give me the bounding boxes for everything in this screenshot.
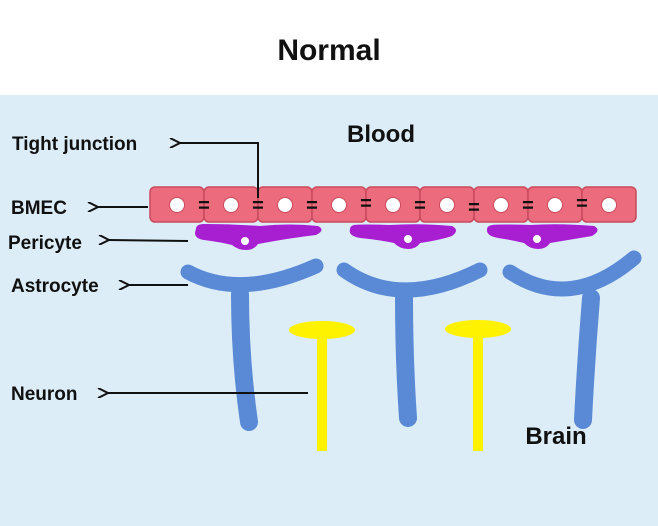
bmec-nucleus [385,197,401,213]
label-arrows [98,143,308,393]
bmec-nucleus [277,197,293,213]
neuron-axon [317,335,327,451]
tight-junction-label: Tight junction [12,134,137,155]
bmec-label: BMEC [11,198,67,219]
bmec-nucleus [493,197,509,213]
astrocyte-cell [231,285,258,431]
astrocytes [180,250,642,431]
bmec-nucleus [601,197,617,213]
pericyte-nucleus [404,235,412,243]
pericyte-cell [486,224,598,249]
tight-junction-arrow [180,143,259,198]
astrocyte-cell [395,287,417,427]
tight-junction-symbol: = [252,195,264,217]
tight-junction-symbol: = [414,195,426,217]
tight-junction-symbol: = [360,193,372,215]
pericyte-nucleus [533,235,541,243]
neuron-axon [473,334,483,451]
pericytes [195,224,598,250]
tight-junction-symbol: = [522,195,534,217]
diagram-background [0,95,658,526]
bmec-layer [149,186,637,223]
diagram-title: Normal [277,34,381,67]
astrocyte-cell [574,289,600,429]
bmec-nucleus [439,197,455,213]
neuron-label: Neuron [11,384,78,405]
neurons [289,320,511,451]
neuron-body [289,321,355,339]
bmec-nucleus [547,197,563,213]
pericyte-cell [349,224,456,249]
astrocyte-cell [180,258,324,293]
tight-junction-symbol: = [576,193,588,215]
bmec-nucleus [331,197,347,213]
tight-junction-symbol: = [468,197,480,219]
pericyte-label: Pericyte [8,233,82,254]
tight-junction-symbol: = [198,195,210,217]
blood-label: Blood [347,121,415,148]
pericyte-nucleus [241,237,249,245]
astrocyte-label: Astrocyte [11,276,99,297]
tight-junctions: = = = = = = = = [198,193,588,219]
bmec-nucleus [223,197,239,213]
pericyte-arrow [109,240,189,241]
astrocyte-cell [502,250,642,297]
astrocyte-cell [336,262,488,298]
tight-junction-symbol: = [306,195,318,217]
neuron-body [445,320,511,338]
pericyte-cell [195,224,322,250]
bmec-nucleus [169,197,185,213]
brain-label: Brain [525,423,586,450]
